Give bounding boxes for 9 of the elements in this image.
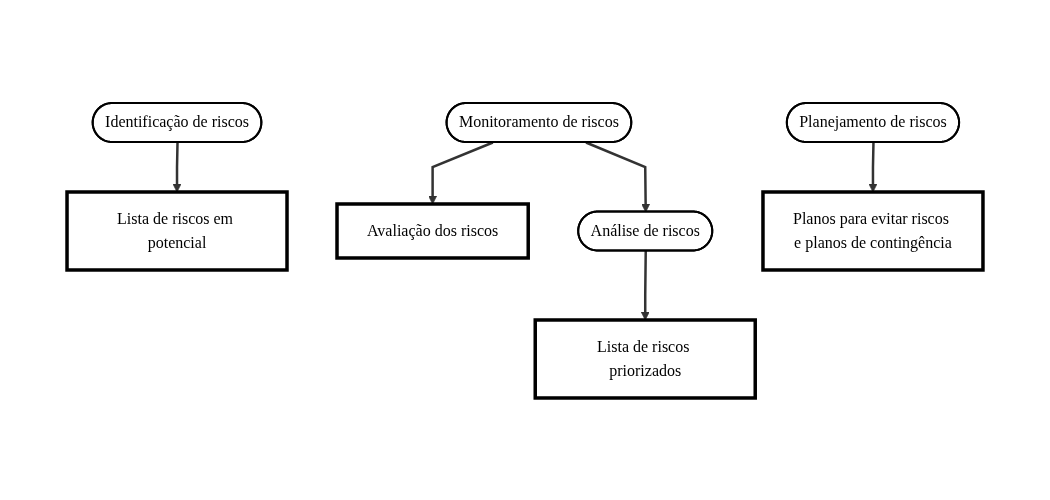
node-box: Avaliação dos riscos xyxy=(335,201,530,260)
node-box: Lista de riscos priorizados xyxy=(533,317,757,400)
node-box: Planos para evitar riscos e planos de contingência xyxy=(761,189,985,272)
arrow xyxy=(585,140,651,212)
arrow xyxy=(868,141,878,192)
arrow xyxy=(172,141,182,192)
node-box: Lista de riscos em potencial xyxy=(65,189,289,272)
arrow xyxy=(428,140,494,204)
arrow xyxy=(640,250,650,320)
